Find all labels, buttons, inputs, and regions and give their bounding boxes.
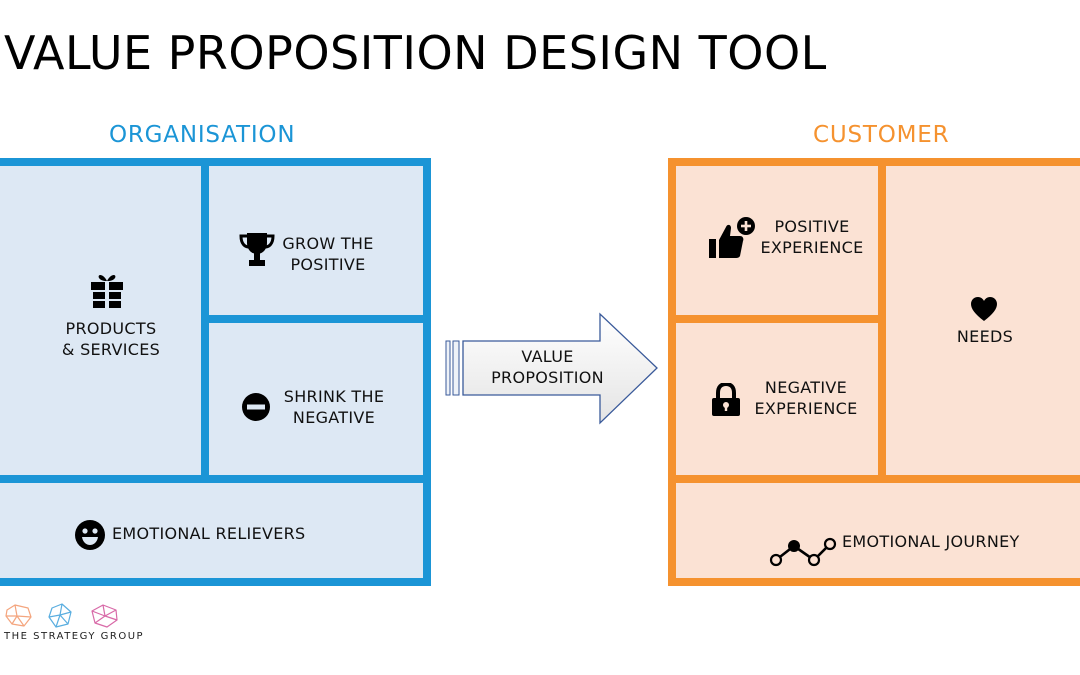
divider [676, 315, 878, 323]
products-services-label: PRODUCTS & SERVICES [61, 319, 161, 359]
minus-circle-icon [242, 393, 270, 421]
journey-line-icon [769, 537, 837, 567]
padlock-icon [712, 383, 740, 416]
divider [0, 475, 423, 483]
organisation-canvas: PRODUCTS & SERVICES GROW THE POSITIVE SH… [0, 158, 431, 586]
divider [878, 166, 886, 475]
divider [201, 166, 209, 475]
customer-heading: CUSTOMER [813, 122, 950, 148]
thumbs-up-plus-icon [709, 217, 755, 258]
needs-label: NEEDS [956, 327, 1014, 346]
smiley-icon [75, 520, 105, 550]
value-proposition-arrow [445, 312, 658, 425]
value-proposition-label: VALUE PROPOSITION [491, 347, 604, 387]
emotional-journey-label: EMOTIONAL JOURNEY [842, 532, 1020, 551]
strategy-group-logo-text: THE STRATEGY GROUP [4, 631, 145, 642]
trophy-icon [239, 233, 275, 266]
customer-canvas: POSITIVE EXPERIENCE NEGATIVE EXPERIENCE … [668, 158, 1080, 586]
grow-positive-label: GROW THE POSITIVE [282, 234, 374, 274]
emotional-relievers-label: EMOTIONAL RELIEVERS [112, 524, 306, 543]
page-title: VALUE PROPOSITION DESIGN TOOL [4, 26, 827, 80]
gift-icon [91, 274, 123, 308]
negative-experience-label: NEGATIVE EXPERIENCE [754, 378, 858, 418]
strategy-group-logo [5, 603, 118, 628]
divider [209, 315, 423, 323]
heart-icon [971, 297, 997, 321]
shrink-negative-label: SHRINK THE NEGATIVE [283, 387, 385, 427]
positive-experience-label: POSITIVE EXPERIENCE [760, 217, 864, 257]
divider [676, 475, 1080, 483]
organisation-heading: ORGANISATION [109, 122, 296, 148]
